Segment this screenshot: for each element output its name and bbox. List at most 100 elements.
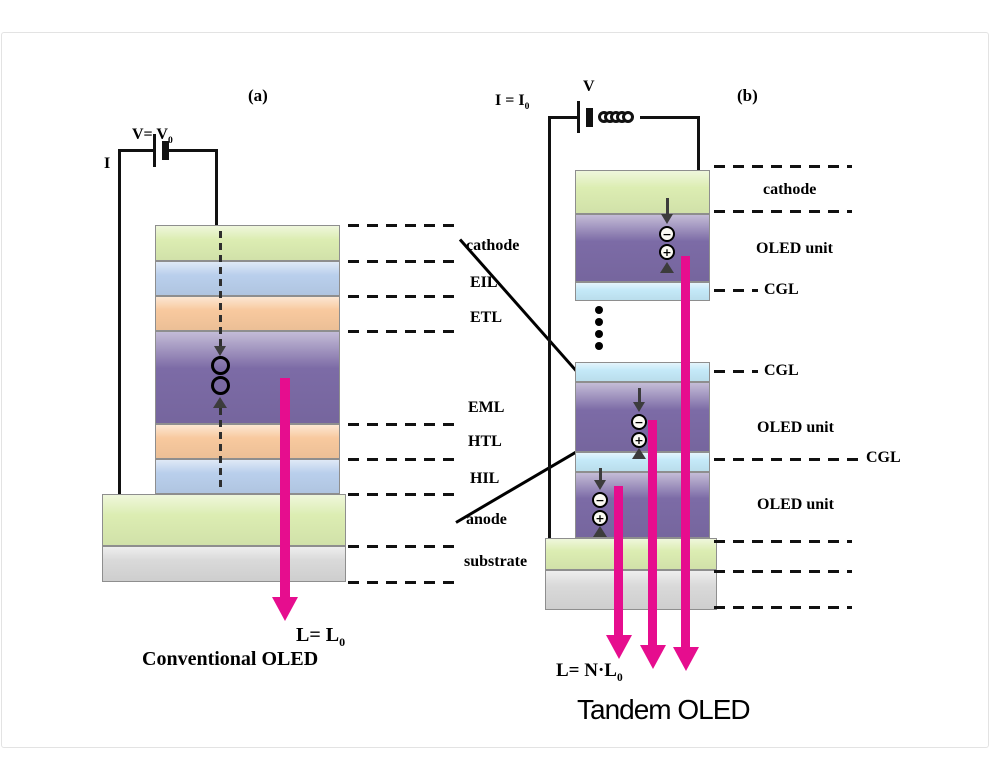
light-output-subscript: 0 (616, 671, 623, 684)
label-substrate: substrate (464, 553, 528, 570)
voltage-subscript: 0 (167, 135, 173, 147)
leader-dash (348, 493, 460, 496)
circuit-wire (169, 149, 218, 152)
current-text: I = I (495, 92, 525, 109)
circuit-wire (118, 149, 121, 499)
hole-arrowhead-icon (632, 448, 646, 459)
electron-symbol: − (659, 226, 675, 242)
coil-loop-icon (622, 111, 634, 123)
label-oled-unit-mid: OLED unit (757, 419, 834, 436)
circuit-wire (215, 149, 218, 226)
label-eil: EIL (470, 274, 498, 291)
layer-etl (155, 296, 340, 331)
leader-dash (348, 224, 460, 227)
battery-coil (598, 111, 634, 123)
leader-dash (348, 458, 460, 461)
electron-arrow-shaft (599, 468, 602, 480)
leader-dash (348, 330, 460, 333)
light-output-text: L= N·L (556, 660, 617, 681)
electron-arrowhead-icon (594, 480, 606, 490)
electron-arrowhead-icon (633, 402, 645, 412)
battery-plate-short (586, 108, 593, 127)
current-subscript: 0 (524, 101, 530, 113)
circuit-wire (548, 116, 551, 554)
hole-arrowhead-icon (660, 262, 674, 273)
leader-dash (348, 295, 460, 298)
panel-b-current-label: I = I0 (495, 92, 529, 112)
panel-b-light-output-label: L= N·L0 (556, 660, 623, 684)
repeat-ellipsis-dot (595, 306, 603, 314)
layer-eil (155, 261, 340, 296)
electron-arrowhead-icon (214, 346, 226, 356)
light-output-subscript: 0 (339, 635, 346, 649)
circuit-wire (548, 116, 579, 119)
layer-cgl-mid-upper (575, 362, 710, 382)
hole-symbol: + (659, 244, 675, 260)
light-emission-arrow (648, 420, 657, 646)
electron-arrowhead-icon (661, 214, 673, 224)
panel-a-tag: (a) (248, 86, 268, 105)
label-cgl-bottom: CGL (866, 449, 901, 466)
voltage-text: V= V (132, 126, 168, 143)
light-emission-arrowhead-icon (272, 597, 298, 621)
circuit-wire (640, 116, 700, 119)
layer-substrate-b (545, 570, 717, 610)
electron-symbol: − (592, 492, 608, 508)
label-cgl-top: CGL (764, 281, 799, 298)
label-oled-unit-top: OLED unit (756, 240, 833, 257)
label-cathode: cathode (466, 237, 520, 254)
light-output-text: L= L (296, 624, 340, 646)
electron-injection-dashed-line (219, 231, 222, 347)
hole-arrowhead-icon (213, 397, 227, 408)
leader-dash (714, 210, 852, 213)
label-eml: EML (468, 399, 505, 416)
hole-symbol: + (631, 432, 647, 448)
layer-eml (155, 331, 340, 424)
layer-hil (155, 459, 340, 494)
leader-dash (348, 581, 460, 584)
leader-dash (348, 260, 460, 263)
layer-anode-b (545, 538, 717, 570)
label-etl: ETL (470, 309, 503, 326)
repeat-ellipsis-dot (595, 342, 603, 350)
light-emission-arrowhead-icon (640, 645, 666, 669)
light-emission-arrow (681, 256, 690, 648)
panel-a-current-label: I (104, 155, 111, 172)
leader-dash (714, 570, 852, 573)
circuit-wire (119, 149, 155, 152)
leader-dash (714, 289, 758, 292)
repeat-ellipsis-dot (595, 330, 603, 338)
label-hil: HIL (470, 470, 500, 487)
circuit-wire (697, 116, 700, 172)
panel-b-tag: (b) (737, 86, 758, 105)
leader-dash (714, 370, 758, 373)
leader-dash (714, 458, 860, 461)
repeat-ellipsis-dot (595, 318, 603, 326)
light-emission-arrowhead-icon (673, 647, 699, 671)
label-oled-unit-bottom: OLED unit (757, 496, 834, 513)
label-anode: anode (466, 511, 507, 528)
label-cathode-b: cathode (763, 181, 817, 198)
panel-b-caption: Tandem OLED (577, 694, 751, 725)
leader-dash (714, 165, 852, 168)
exciton-circle (211, 356, 230, 375)
light-emission-arrow (614, 486, 623, 636)
label-htl: HTL (468, 433, 502, 450)
leader-dash (714, 606, 852, 609)
layer-htl (155, 424, 340, 459)
layer-cathode (155, 225, 340, 261)
light-emission-arrowhead-icon (606, 635, 632, 659)
battery-plate-long (153, 134, 156, 167)
layer-substrate (102, 546, 346, 582)
panel-b-voltage-label: V (583, 78, 595, 95)
hole-arrowhead-icon (593, 526, 607, 537)
layer-anode (102, 494, 346, 546)
layer-cathode-b (575, 170, 710, 214)
light-emission-arrow (280, 378, 290, 598)
leader-dash (348, 545, 460, 548)
electron-arrow-shaft (638, 388, 641, 402)
hole-injection-dashed-line (219, 408, 222, 488)
panel-a-voltage-label: V= V0 (132, 126, 173, 146)
battery-plate-long (577, 101, 580, 133)
